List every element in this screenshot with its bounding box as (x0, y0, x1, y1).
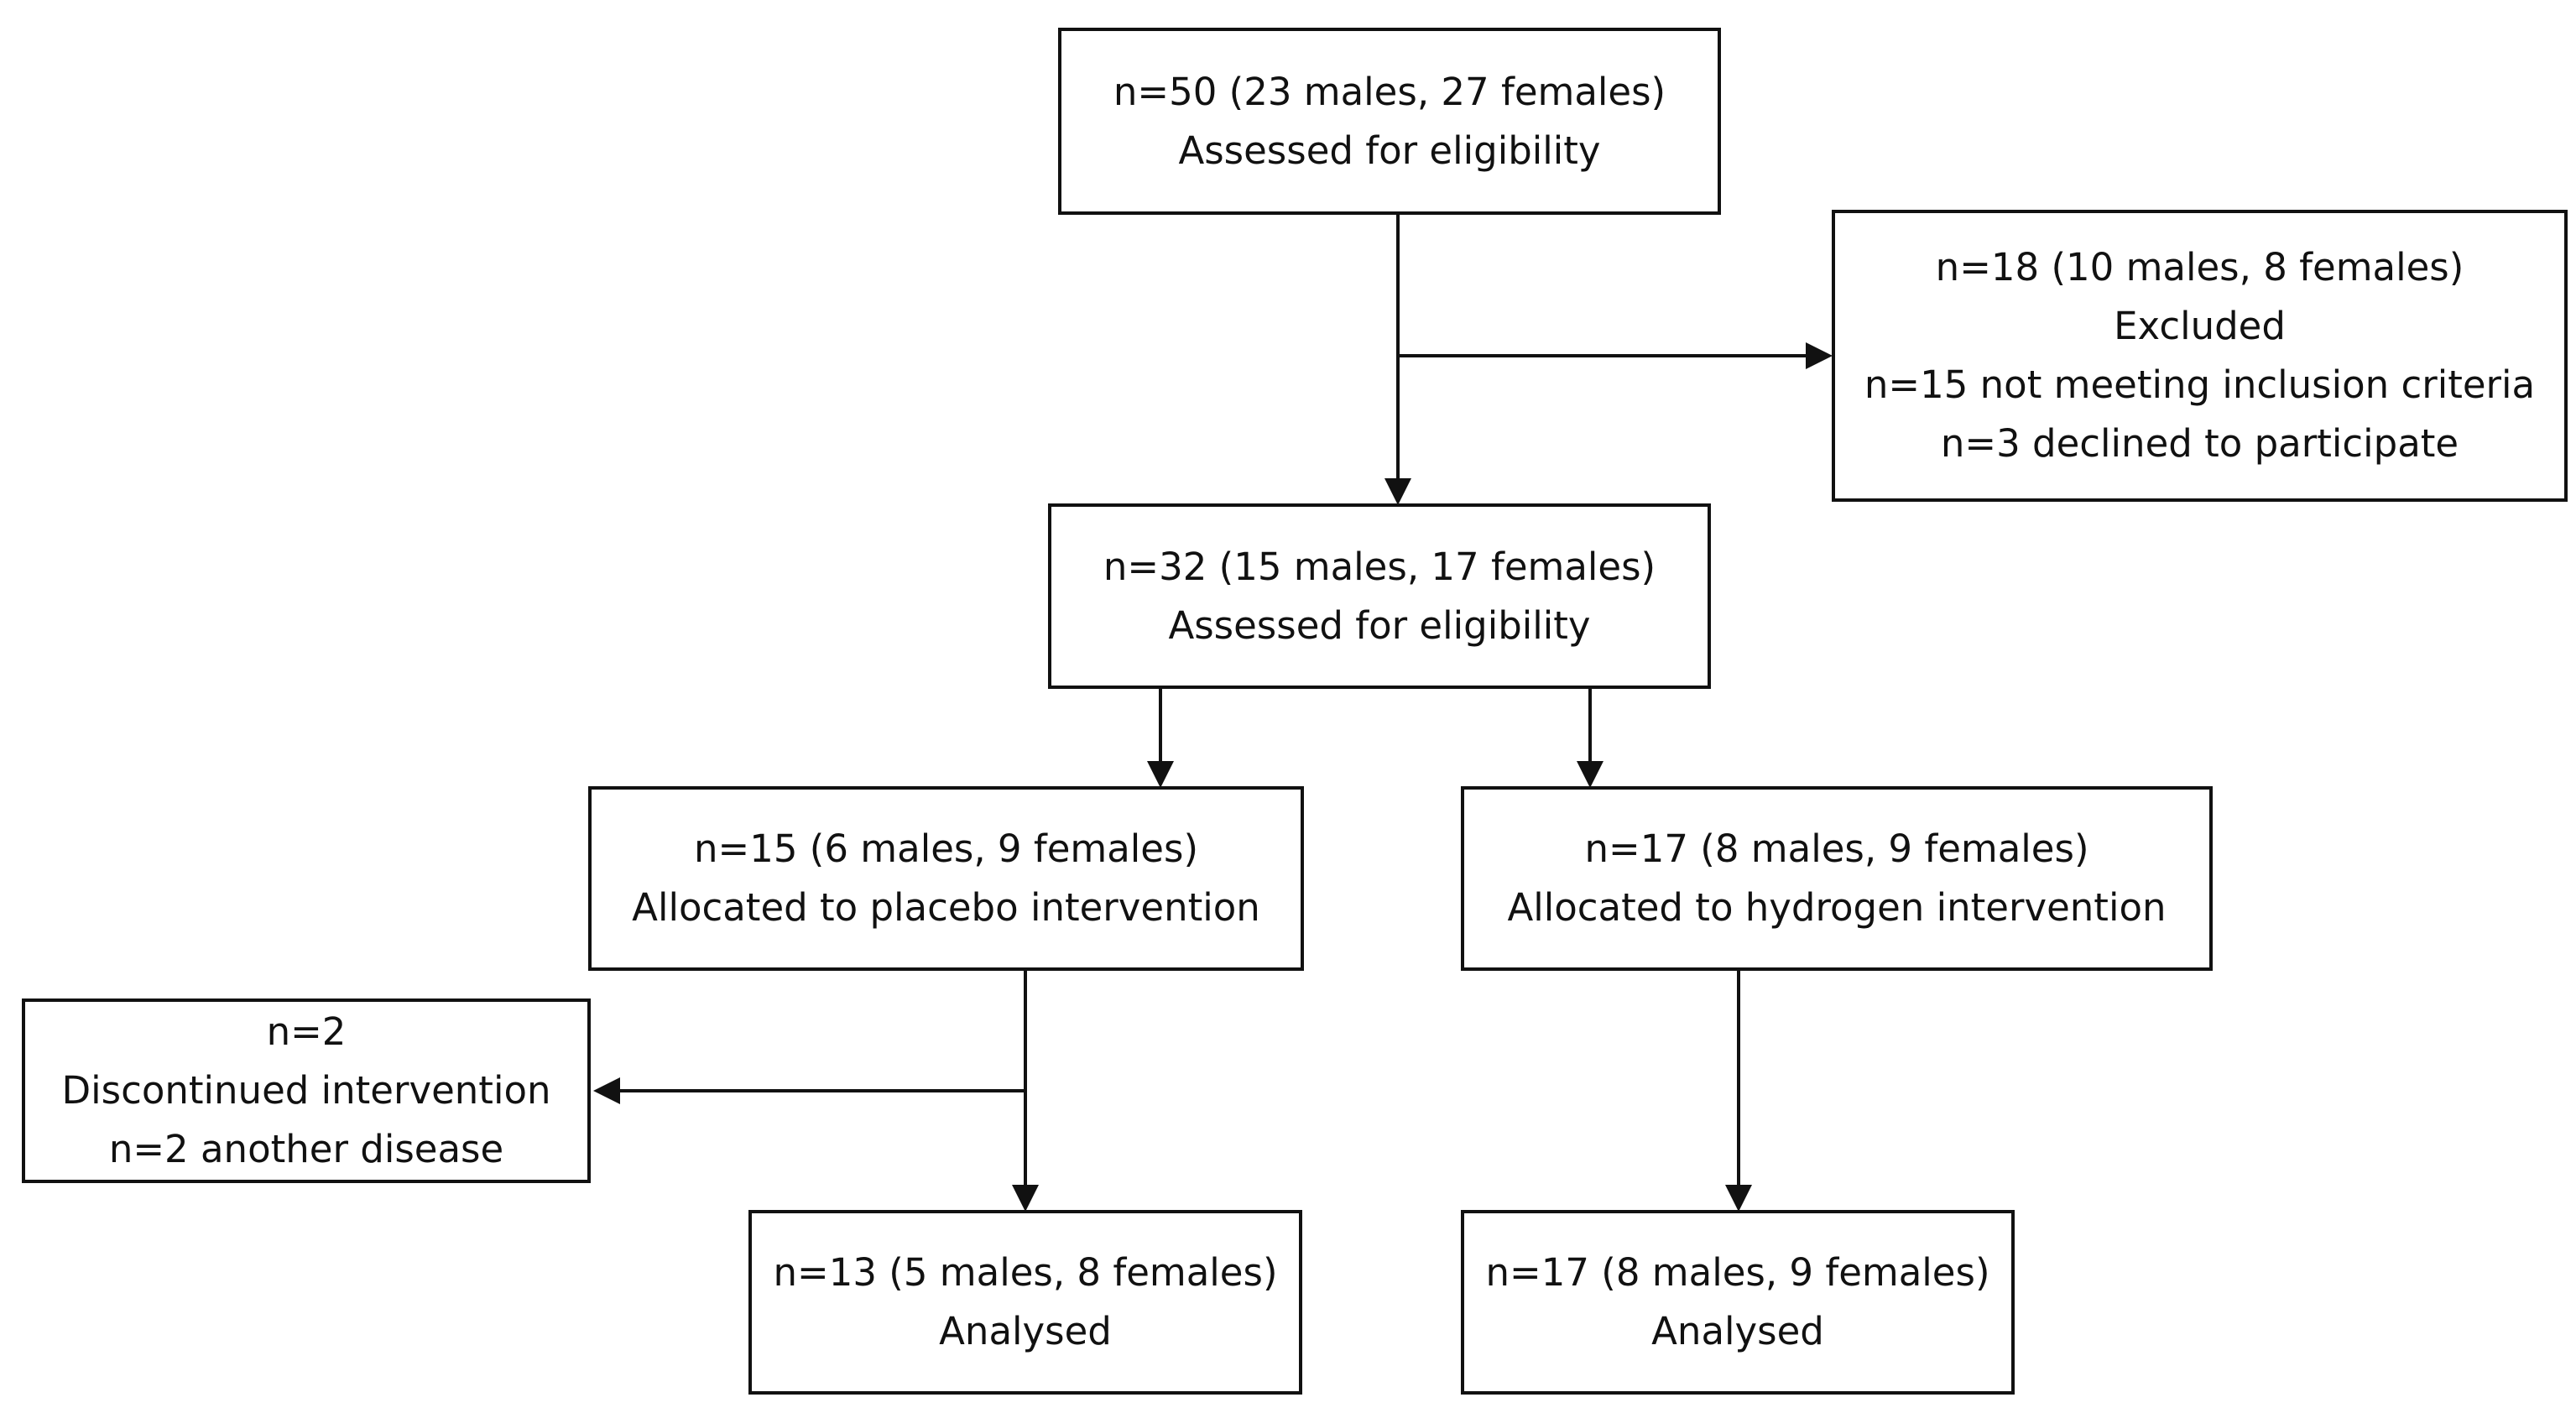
hydrogen-allocation-box: n=17 (8 males, 9 females) Allocated to h… (1461, 786, 2213, 971)
placebo-analysed-label: Analysed (939, 1309, 1112, 1353)
placebo-allocation-counts: n=15 (6 males, 9 females) (694, 826, 1198, 871)
hydrogen-allocation-counts: n=17 (8 males, 9 females) (1584, 826, 2089, 871)
discontinued-label: Discontinued intervention (61, 1068, 551, 1113)
eligible-box: n=32 (15 males, 17 females) Assessed for… (1048, 503, 1711, 689)
hydrogen-allocation-label: Allocated to hydrogen intervention (1507, 885, 2167, 930)
hydrogen-analysed-counts: n=17 (8 males, 9 females) (1485, 1250, 1990, 1295)
excluded-reason-1: n=15 not meeting inclusion criteria (1864, 362, 2536, 407)
excluded-counts: n=18 (10 males, 8 females) (1935, 245, 2464, 289)
eligible-counts: n=32 (15 males, 17 females) (1103, 544, 1656, 589)
placebo-allocation-box: n=15 (6 males, 9 females) Allocated to p… (588, 786, 1304, 971)
hydrogen-analysed-label: Analysed (1651, 1309, 1824, 1353)
discontinued-box: n=2 Discontinued intervention n=2 anothe… (22, 998, 591, 1183)
hydrogen-analysed-box: n=17 (8 males, 9 females) Analysed (1461, 1210, 2015, 1395)
enrollment-label: Assessed for eligibility (1178, 128, 1601, 173)
placebo-analysed-counts: n=13 (5 males, 8 females) (773, 1250, 1278, 1295)
excluded-label: Excluded (2114, 304, 2286, 348)
eligible-label: Assessed for eligibility (1168, 602, 1591, 648)
enrollment-box: n=50 (23 males, 27 females) Assessed for… (1058, 28, 1721, 215)
discontinued-counts: n=2 (266, 1009, 347, 1054)
excluded-reason-2: n=3 declined to participate (1940, 421, 2459, 466)
enrollment-counts: n=50 (23 males, 27 females) (1113, 69, 1666, 114)
excluded-box: n=18 (10 males, 8 females) Excluded n=15… (1832, 210, 2568, 502)
placebo-analysed-box: n=13 (5 males, 8 females) Analysed (748, 1210, 1302, 1395)
discontinued-reason-1: n=2 another disease (108, 1127, 504, 1171)
placebo-allocation-label: Allocated to placebo intervention (632, 885, 1260, 930)
